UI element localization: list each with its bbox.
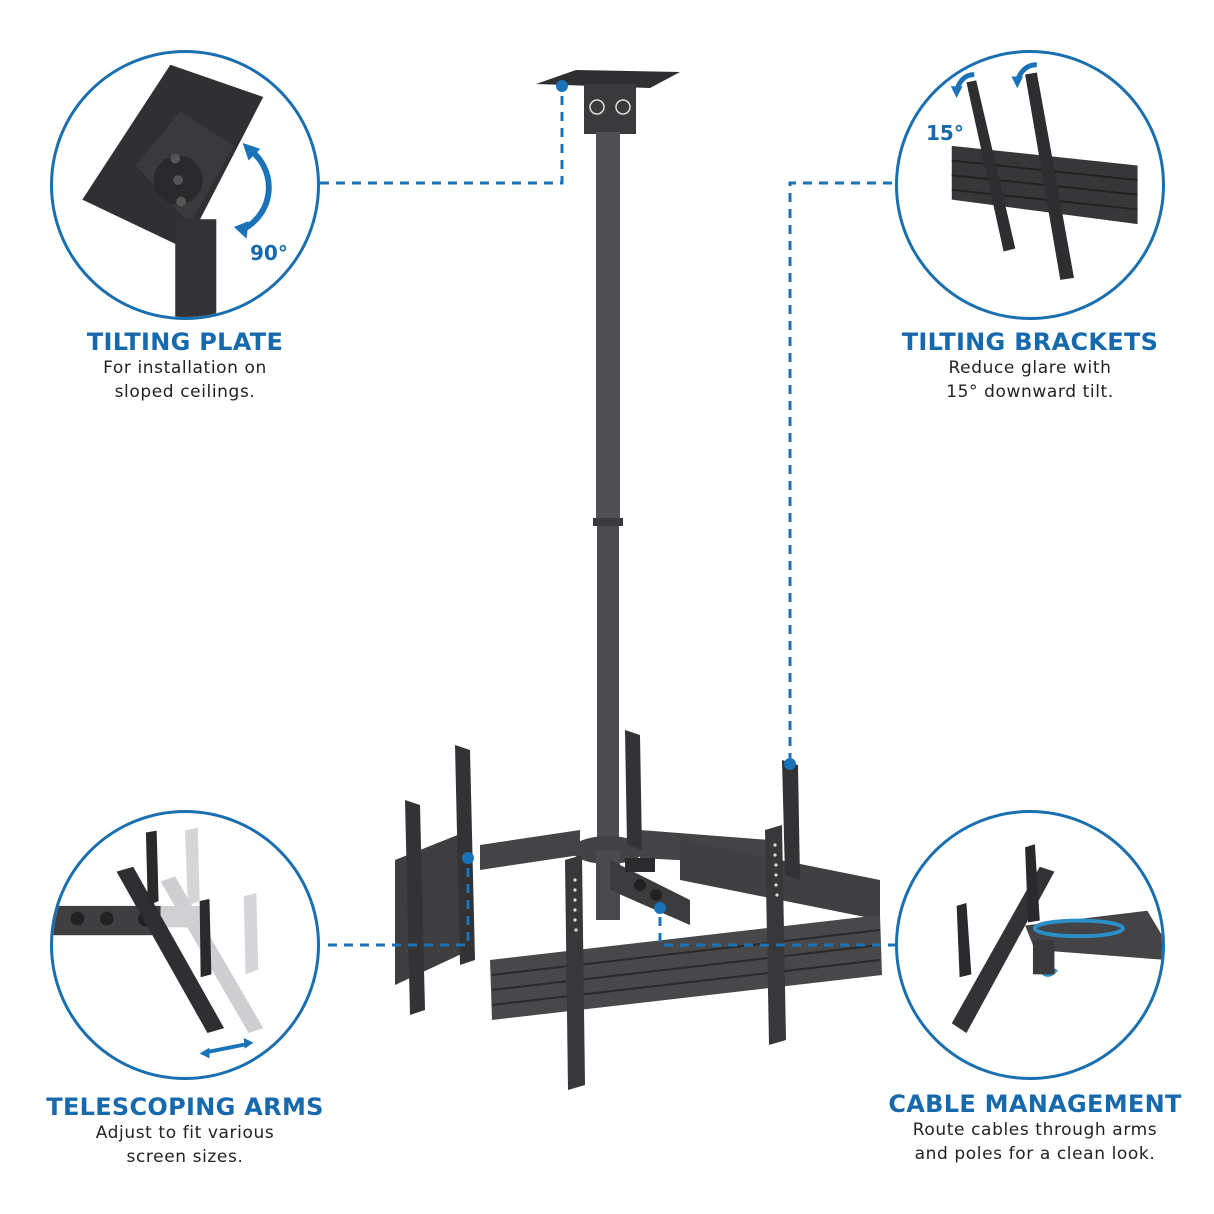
telescoping-arms-illustration bbox=[53, 827, 264, 1059]
tilting-brackets-caption: TILTING BRACKETS Reduce glare with 15° d… bbox=[880, 328, 1180, 404]
feature-desc-line2: 15° downward tilt. bbox=[946, 382, 1114, 402]
cable-icon bbox=[1032, 918, 1125, 939]
feature-title: TILTING BRACKETS bbox=[901, 328, 1159, 356]
feature-desc-line2: screen sizes. bbox=[126, 1147, 244, 1167]
feature-desc-line1: Reduce glare with bbox=[948, 358, 1112, 378]
feature-desc-line2: and poles for a clean look. bbox=[914, 1144, 1156, 1164]
cable-management-caption: CABLE MANAGEMENT Route cables through ar… bbox=[870, 1090, 1200, 1166]
feature-desc-line1: Adjust to fit various bbox=[95, 1123, 275, 1143]
rotate-arrow-icon bbox=[242, 146, 272, 232]
feature-title: TILTING PLATE bbox=[86, 328, 284, 356]
angle-badge: 90° bbox=[250, 241, 288, 265]
tilting-plate-circle: 90° bbox=[50, 50, 320, 320]
tilting-brackets-circle: 15° bbox=[895, 50, 1165, 320]
double-arrow-icon bbox=[204, 1041, 249, 1055]
tilting-plate-illustration bbox=[82, 64, 272, 317]
telescoping-arms-circle bbox=[50, 810, 320, 1080]
feature-title: TELESCOPING ARMS bbox=[46, 1093, 324, 1121]
feature-title: CABLE MANAGEMENT bbox=[888, 1090, 1182, 1118]
feature-desc-line1: Route cables through arms bbox=[912, 1120, 1158, 1140]
feature-desc-line1: For installation on bbox=[103, 358, 267, 378]
angle-badge: 15° bbox=[926, 121, 964, 145]
tilting-brackets-illustration bbox=[950, 62, 1138, 280]
cable-management-circle bbox=[895, 810, 1165, 1080]
cable-management-illustration bbox=[951, 844, 1162, 1033]
tilting-plate-caption: TILTING PLATE For installation on sloped… bbox=[60, 328, 310, 404]
feature-desc-line2: sloped ceilings. bbox=[114, 382, 256, 402]
telescoping-arms-caption: TELESCOPING ARMS Adjust to fit various s… bbox=[30, 1093, 340, 1169]
